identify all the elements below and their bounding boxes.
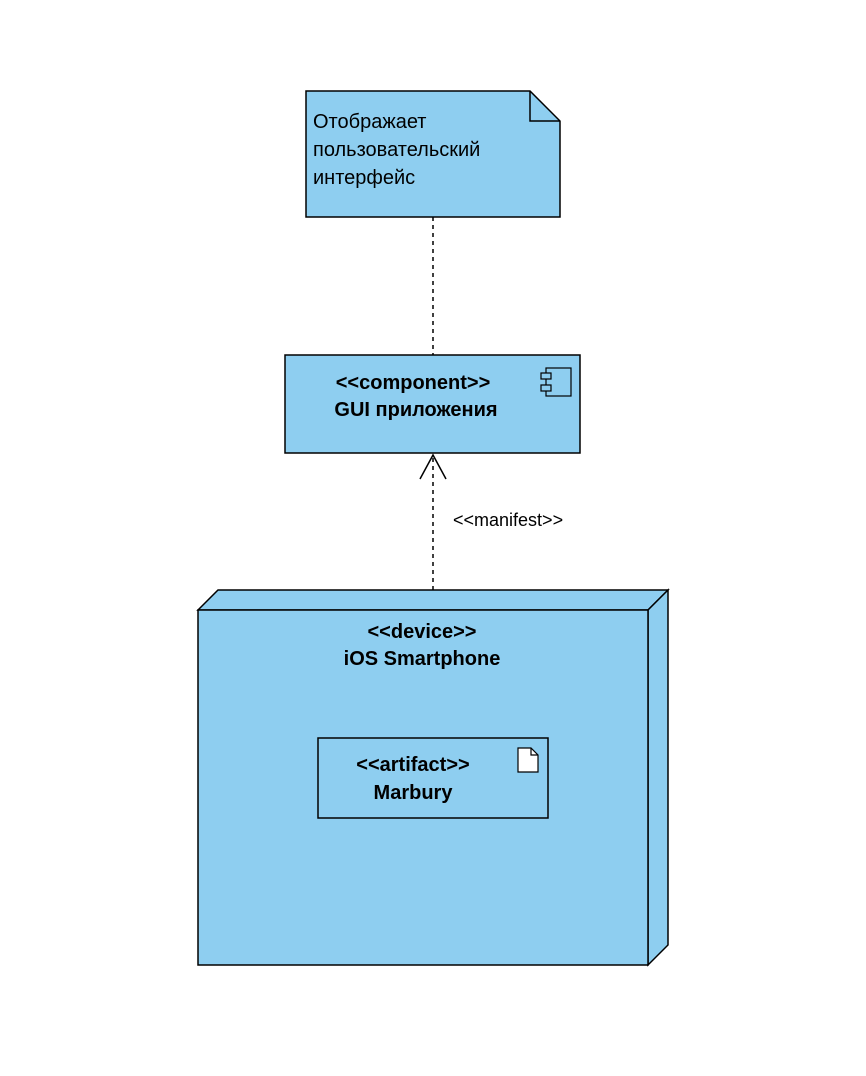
manifest-edge[interactable]: <<manifest>> <box>419 453 563 590</box>
note-line-3: интерфейс <box>313 167 415 189</box>
device-side-face <box>647 588 669 967</box>
artifact-stereotype: <<artifact>> <box>356 754 469 776</box>
device-stereotype: <<device>> <box>368 621 477 643</box>
note-fold <box>529 91 560 122</box>
document-icon <box>517 747 539 773</box>
artifact-name: Marbury <box>374 782 454 804</box>
component-icon <box>540 367 572 397</box>
note[interactable]: Отображает пользовательский интерфейс <box>305 90 561 218</box>
note-line-2: пользовательский <box>313 139 480 161</box>
component-stereotype: <<component>> <box>336 372 491 394</box>
component-shape <box>284 354 581 454</box>
artifact-shape <box>317 737 549 819</box>
note-shape <box>305 90 561 218</box>
manifest-label: <<manifest>> <box>453 510 563 530</box>
manifest-arrowhead <box>419 453 447 480</box>
artifact-box[interactable]: <<artifact>> Marbury <box>317 737 549 819</box>
component-name: GUI приложения <box>334 399 497 421</box>
component-box[interactable]: <<component>> GUI приложения <box>284 354 581 454</box>
device-top-face <box>196 589 670 611</box>
device-name: iOS Smartphone <box>344 648 501 670</box>
note-line-1: Отображает <box>313 111 426 133</box>
